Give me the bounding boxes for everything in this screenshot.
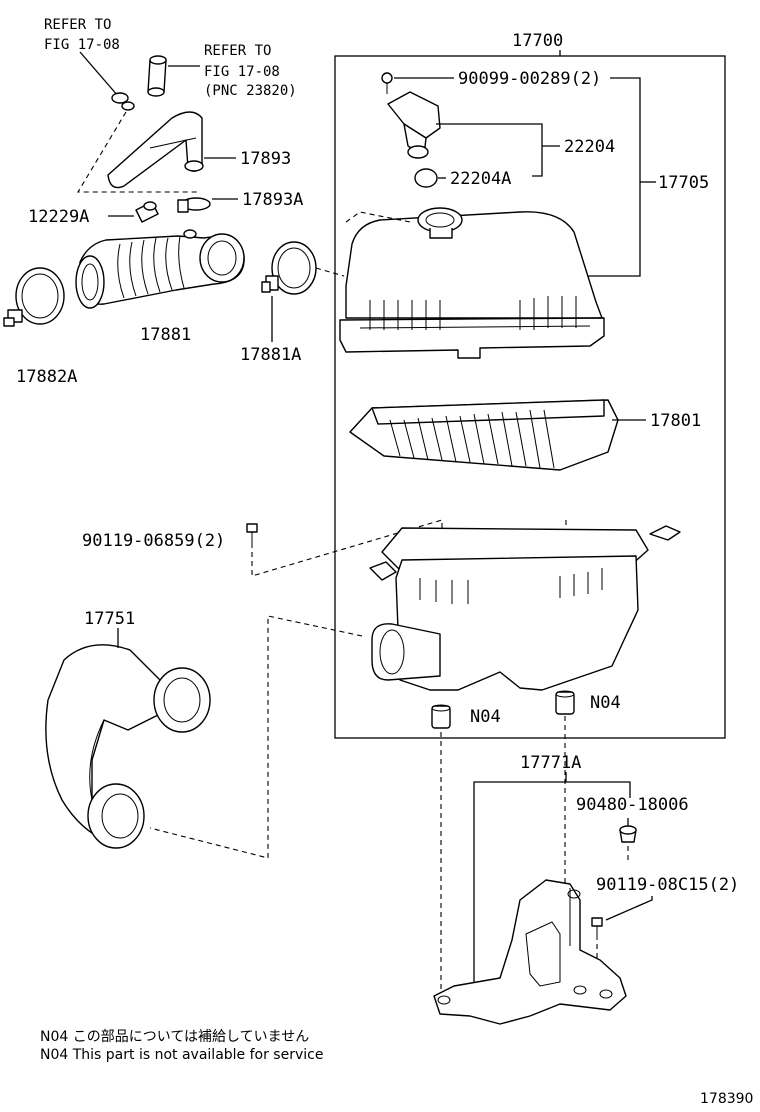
label-17893[interactable]: 17893 bbox=[240, 149, 291, 169]
label-refer-to-b-line2[interactable]: FIG 17-08 bbox=[204, 64, 280, 80]
label-17705[interactable]: 17705 bbox=[658, 173, 709, 193]
intake-duct-17751 bbox=[45, 644, 211, 849]
label-17801[interactable]: 17801 bbox=[650, 411, 701, 431]
label-17700[interactable]: 17700 bbox=[512, 31, 563, 51]
assembly-box-17700 bbox=[334, 55, 726, 739]
bolt-90119-08C15 bbox=[591, 917, 603, 940]
label-17881A[interactable]: 17881A bbox=[240, 345, 301, 365]
label-17882A[interactable]: 17882A bbox=[16, 367, 77, 387]
clamp-17882A bbox=[3, 267, 65, 327]
label-refer-to-b-line3[interactable]: (PNC 23820) bbox=[204, 83, 297, 99]
bushing-n04-left bbox=[431, 704, 451, 729]
label-90119-06859[interactable]: 90119-06859(2) bbox=[82, 531, 225, 551]
label-22204A[interactable]: 22204A bbox=[450, 169, 511, 189]
clamp-17893A bbox=[177, 197, 211, 213]
air-cleaner-cap-17705 bbox=[339, 207, 605, 359]
label-n04-right[interactable]: N04 bbox=[590, 693, 621, 713]
o-ring-22204A bbox=[414, 168, 438, 188]
air-flow-sensor-22204 bbox=[387, 91, 441, 159]
nipple-12229A bbox=[135, 201, 159, 223]
label-refer-to-b-line1[interactable]: REFER TO bbox=[204, 43, 271, 59]
label-refer-to-a-line1[interactable]: REFER TO bbox=[44, 17, 111, 33]
clamp-17881A bbox=[261, 241, 317, 295]
label-17881[interactable]: 17881 bbox=[140, 325, 191, 345]
intake-hose-17881 bbox=[75, 229, 245, 309]
hose-17893 bbox=[107, 111, 204, 189]
label-17771A[interactable]: 17771A bbox=[520, 753, 581, 773]
bushing-n04-right bbox=[555, 690, 575, 715]
figure-number: 178390 bbox=[700, 1091, 753, 1107]
label-90119-08C15[interactable]: 90119-08C15(2) bbox=[596, 875, 739, 895]
label-90480[interactable]: 90480-18006 bbox=[576, 795, 689, 815]
label-17751[interactable]: 17751 bbox=[84, 609, 135, 629]
label-12229A[interactable]: 12229A bbox=[28, 207, 89, 227]
label-22204[interactable]: 22204 bbox=[564, 137, 615, 157]
bolt-90119-06859 bbox=[246, 523, 258, 548]
label-refer-to-a-line2[interactable]: FIG 17-08 bbox=[44, 37, 120, 53]
bracket-17771A bbox=[433, 879, 627, 1025]
label-n04-left[interactable]: N04 bbox=[470, 707, 501, 727]
filter-element-17801 bbox=[349, 399, 619, 471]
air-cleaner-case bbox=[369, 525, 681, 691]
note-japanese: N04 この部品については補給していません bbox=[40, 1029, 309, 1045]
label-90099[interactable]: 90099-00289(2) bbox=[458, 69, 601, 89]
screw-90099 bbox=[381, 72, 393, 94]
grommet-90480 bbox=[619, 825, 637, 843]
refer-clip-part bbox=[79, 51, 135, 111]
refer-pipe-part bbox=[147, 55, 200, 97]
label-17893A[interactable]: 17893A bbox=[242, 190, 303, 210]
note-english: N04 This part is not available for servi… bbox=[40, 1047, 323, 1063]
